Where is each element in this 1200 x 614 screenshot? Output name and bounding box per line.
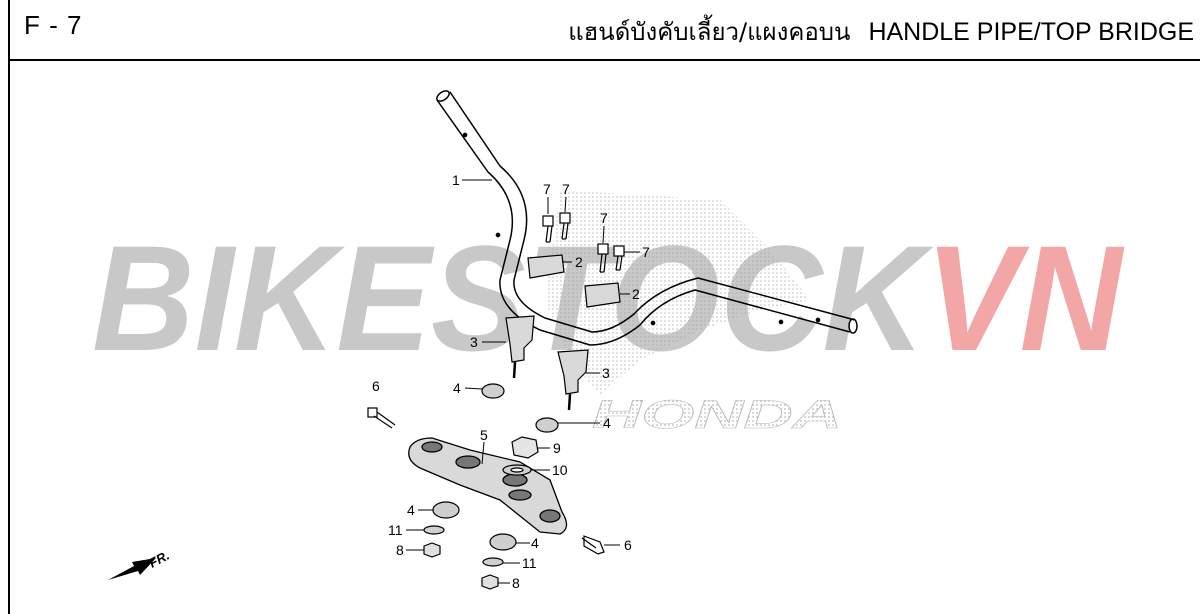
- bolt-7a: [542, 215, 554, 243]
- callout-4a: 4: [453, 380, 461, 396]
- honda-wing-logo: [545, 190, 810, 395]
- lower-holder-3a: [505, 315, 535, 379]
- lower-holder-3b: [557, 349, 589, 411]
- callout-7d: 7: [642, 244, 650, 260]
- bolt-group-6[interactable]: [367, 407, 605, 555]
- nut-8b: [481, 574, 499, 590]
- front-direction-label: FR.: [146, 548, 172, 571]
- diagram-title-thai: แฮนด์บังคับเลี้ยว/แผงคอบน: [568, 18, 851, 46]
- callout-6a: 6: [372, 378, 380, 394]
- bolt-7c: [597, 243, 609, 273]
- lower-holder-group[interactable]: [505, 315, 589, 411]
- callout-7a: 7: [543, 181, 551, 197]
- callout-numbers: 1 7 7 7 7 2 2 3 3 6 4 4 5 9 10 4 11 4 6 …: [372, 172, 650, 591]
- cushion-4c: [432, 501, 460, 519]
- watermark-honda-text: HONDA: [592, 393, 842, 437]
- bolt-group-7[interactable]: [542, 212, 625, 273]
- washer-11b: [482, 557, 504, 567]
- bolt-7b: [559, 212, 571, 240]
- watermark-brand-red: VN: [925, 214, 1125, 382]
- callout-10: 10: [552, 462, 568, 478]
- washer-11a: [423, 525, 445, 535]
- washer-group-11[interactable]: [423, 525, 504, 567]
- callout-11a: 11: [388, 522, 403, 538]
- callout-2a: 2: [575, 254, 583, 270]
- cushion-group[interactable]: [432, 383, 559, 551]
- upper-holder-2b: [584, 282, 621, 308]
- upper-holder-group[interactable]: [527, 254, 621, 308]
- bolt-6a: [367, 407, 396, 429]
- front-direction-arrow-icon: FR.: [108, 548, 172, 580]
- nut-9[interactable]: [511, 436, 539, 459]
- cushion-4a: [481, 383, 505, 399]
- callout-5: 5: [480, 427, 488, 443]
- upper-holder-2a: [527, 254, 565, 279]
- callout-7b: 7: [562, 181, 570, 197]
- nut-group-8[interactable]: [423, 542, 499, 590]
- callout-7c: 7: [600, 210, 608, 226]
- callout-8b: 8: [512, 575, 520, 591]
- watermark: BIKESTOCKVN HONDA: [92, 190, 1125, 437]
- callout-6b: 6: [624, 537, 632, 553]
- diagram-code: F - 7: [24, 10, 83, 40]
- callout-3a: 3: [470, 334, 478, 350]
- diagram-title: แฮนด์บังคับเลี้ยว/แผงคอบน HANDLE PIPE/TOP…: [568, 12, 1194, 51]
- cushion-4b: [535, 417, 559, 433]
- callout-11b: 11: [522, 555, 537, 571]
- bolt-7d: [613, 245, 625, 271]
- callout-8a: 8: [396, 542, 404, 558]
- washer-10[interactable]: [502, 464, 532, 476]
- cushion-4d: [489, 533, 517, 551]
- diagram-title-english: HANDLE PIPE/TOP BRIDGE: [868, 18, 1194, 46]
- callout-2b: 2: [632, 286, 640, 302]
- top-bridge[interactable]: [408, 437, 568, 535]
- callout-4b: 4: [603, 415, 611, 431]
- callout-3b: 3: [602, 365, 610, 381]
- handle-pipe[interactable]: [435, 89, 858, 346]
- callout-4c: 4: [407, 502, 415, 518]
- leader-lines: [406, 179, 640, 584]
- bolt-6b: [581, 535, 605, 555]
- frame-border: [8, 0, 1200, 614]
- callout-1: 1: [452, 172, 460, 188]
- callout-9: 9: [553, 440, 561, 456]
- nut-8a: [423, 542, 441, 558]
- callout-4d: 4: [531, 535, 539, 551]
